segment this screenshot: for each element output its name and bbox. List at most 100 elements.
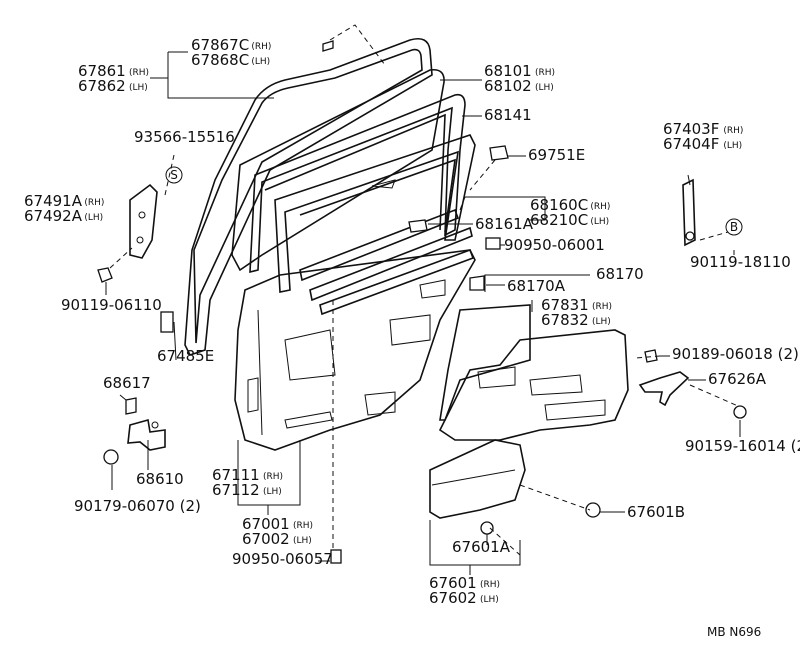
part-number: 68210C	[530, 211, 588, 229]
label-p67403: 67403F (RH) 67404F (LH)	[663, 120, 743, 153]
side-designator: (LH)	[263, 487, 282, 497]
part-number: 90159-16014 (2)	[685, 437, 800, 455]
part-labels: 67867C(RH)67868C(LH)67861(RH)67862(LH)68…	[24, 36, 800, 607]
part-number: 68610	[136, 470, 184, 488]
part-number: 67867C	[191, 36, 249, 54]
part-number: 67602	[429, 589, 477, 607]
side-designator: (LH)	[293, 536, 312, 546]
part-number: 67832	[541, 311, 589, 329]
part-number: 90950-06001	[504, 236, 605, 254]
label-p68170A: 68170A	[507, 277, 566, 295]
side-designator: (RH)	[590, 202, 610, 212]
label-p67861: 67861(RH)67862(LH)	[78, 62, 149, 95]
part-number: 90119-18110	[690, 253, 791, 271]
side-designator: (RH)	[263, 472, 283, 482]
belt-moulding-strips	[299, 208, 475, 316]
side-designator: (LH)	[535, 83, 554, 93]
part-number: 90119-06110	[61, 296, 162, 314]
label-p67867: 67867C(RH)67868C(LH)	[191, 36, 271, 69]
door-shell	[234, 249, 476, 451]
part-number: 67404F	[663, 135, 719, 153]
label-p68170: 68170	[596, 265, 644, 283]
part-number: 67111	[212, 466, 260, 484]
side-designator: (RH)	[84, 198, 104, 208]
label-p67601B: 67601B	[627, 503, 685, 521]
footer-code: MB N696	[707, 625, 761, 639]
leader-lines	[105, 24, 741, 575]
part-number: 69751E	[528, 146, 585, 164]
door-weatherstrip-outer	[184, 37, 433, 356]
part-number: 67868C	[191, 51, 249, 69]
callout-S-text: S	[170, 168, 178, 182]
part-number: 67862	[78, 77, 126, 95]
side-designator: (LH)	[251, 57, 270, 67]
side-designator: (RH)	[480, 580, 500, 590]
part-number: 68617	[103, 374, 151, 392]
part-number: 67403F	[663, 120, 719, 138]
side-designator: (LH)	[129, 83, 148, 93]
side-designator: (LH)	[590, 217, 609, 227]
label-p90950b: 90950-06057	[232, 550, 333, 568]
label-p93566: 93566-15516	[134, 128, 235, 146]
label-p90119a: 90119-06110	[61, 296, 162, 314]
glass-run-channel	[249, 93, 466, 274]
label-p67831: 67831(RH)67832(LH)	[541, 296, 612, 329]
label-p90119b: 90119-18110	[690, 253, 791, 271]
part-number: 67601A	[452, 538, 511, 556]
side-designator: (RH)	[129, 68, 149, 78]
side-designator: (LH)	[723, 141, 742, 151]
callout-B-text: B	[730, 220, 738, 234]
label-p90179: 90179-06070 (2)	[74, 497, 201, 515]
part-number: 67491A	[24, 192, 83, 210]
label-p67491: 67491A(RH)67492A(LH)	[24, 192, 104, 225]
hinge-67403	[682, 174, 696, 247]
part-number: 90189-06018 (2)	[672, 345, 799, 363]
side-designator: (RH)	[251, 42, 271, 52]
callout-B: B	[725, 218, 743, 236]
part-number: 90179-06070 (2)	[74, 497, 201, 515]
part-number: 68161A	[475, 215, 534, 233]
window-regulator-frame	[274, 134, 476, 293]
side-designator: (RH)	[592, 302, 612, 312]
part-number: 68101	[484, 62, 532, 80]
bracket-67626	[638, 371, 690, 407]
side-designator: (RH)	[723, 126, 743, 136]
part-number: 67492A	[24, 207, 83, 225]
label-p90950a: 90950-06001	[504, 236, 605, 254]
door-glass	[231, 68, 445, 272]
hinge-bracket-67491	[129, 183, 158, 259]
side-designator: (RH)	[293, 521, 313, 531]
side-designator: (LH)	[592, 317, 611, 327]
small-fasteners	[97, 40, 747, 564]
armrest	[429, 439, 526, 519]
label-p68141: 68141	[484, 106, 532, 124]
label-p67001: 67001(RH)67002(LH)	[242, 515, 313, 548]
part-number: 67601	[429, 574, 477, 592]
door-trim-inner-panel	[438, 304, 629, 441]
label-p67626: 67626A	[708, 370, 767, 388]
label-p68101: 68101(RH)68102(LH)	[484, 62, 555, 95]
label-p68617: 68617	[103, 374, 151, 392]
part-number: 67601B	[627, 503, 685, 521]
label-p68610: 68610	[136, 470, 184, 488]
label-p67111: 67111(RH)67112(LH)	[212, 466, 283, 499]
part-number: 68141	[484, 106, 532, 124]
label-p67601: 67601(RH)67602(LH)	[429, 574, 500, 607]
part-number: 93566-15516	[134, 128, 235, 146]
label-p90159: 90159-16014 (2)	[685, 437, 800, 455]
label-p69751: 69751E	[528, 146, 585, 164]
part-number: 67485E	[157, 347, 214, 365]
side-designator: (RH)	[535, 68, 555, 78]
part-number: 67002	[242, 530, 290, 548]
part-number: 67626A	[708, 370, 767, 388]
side-designator: (LH)	[480, 595, 499, 605]
part-number: 67112	[212, 481, 260, 499]
label-p90189: 90189-06018 (2)	[672, 345, 799, 363]
label-p67601A: 67601A	[452, 538, 511, 556]
part-number: 90950-06057	[232, 550, 333, 568]
label-p67485: 67485E	[157, 347, 214, 365]
part-number: 68170A	[507, 277, 566, 295]
label-p68161: 68161A	[475, 215, 534, 233]
